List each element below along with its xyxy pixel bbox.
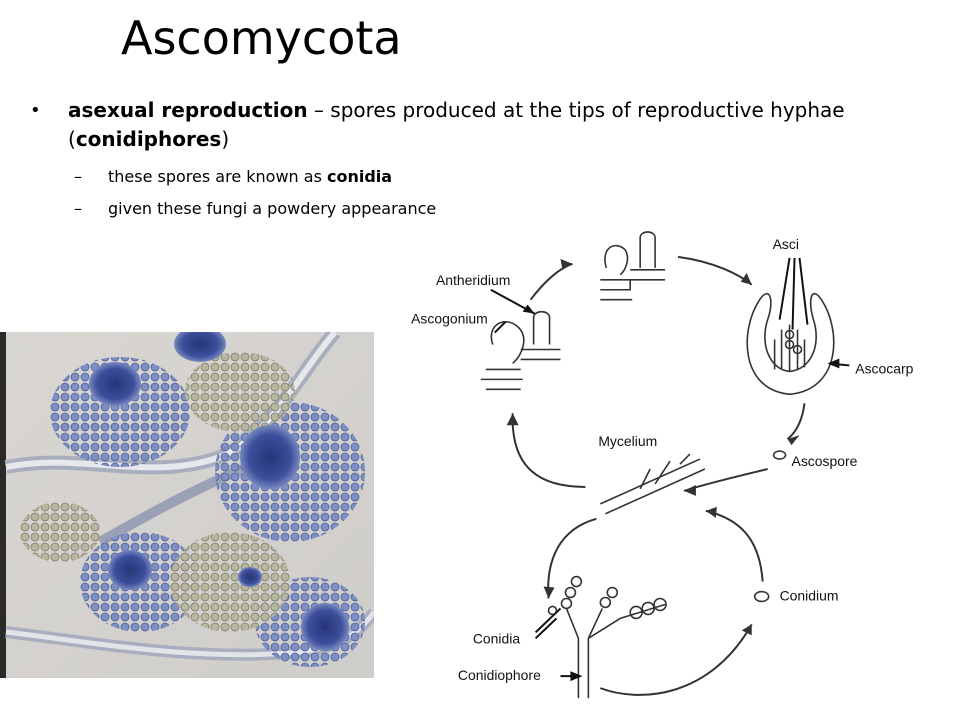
ascomycota-life-cycle-diagram: Asci Antheridium Ascogonium Ascocarp Myc… — [411, 231, 914, 699]
cycle-arrow — [547, 517, 597, 599]
arrow-head — [787, 435, 800, 446]
cycle-arrow — [705, 509, 764, 582]
sub-bullet-conidia: – these spores are known as conidia — [30, 164, 930, 190]
bullet-asexual: • asexual reproduction – spores produced… — [30, 96, 930, 154]
cycle-arrow — [599, 623, 753, 696]
label-mycelium: Mycelium — [598, 433, 657, 449]
label-ascospore: Ascospore — [792, 453, 858, 469]
label-ascogonium: Ascogonium — [411, 311, 488, 327]
term-conidia: conidia — [327, 167, 393, 186]
sub-bullet-powdery: – given these fungi a powdery appearance — [30, 196, 930, 222]
bullet-list: • asexual reproduction – spores produced… — [30, 96, 930, 222]
term-asexual-reproduction: asexual reproduction — [68, 98, 308, 122]
arrow-head — [741, 624, 752, 636]
sub2-text: given these fungi a powdery appearance — [108, 199, 437, 218]
bullet-text-2: ) — [221, 127, 230, 151]
arrow-head — [543, 586, 555, 599]
slide-title: Ascomycota — [121, 11, 402, 65]
micrograph-conidiophores — [0, 332, 374, 678]
dash-marker: – — [74, 167, 82, 186]
sub1-text: these spores are known as — [108, 167, 327, 186]
cycle-arrow — [786, 403, 806, 440]
cycle-arrow — [529, 262, 573, 301]
label-conidia: Conidia — [473, 630, 521, 646]
bullet-text-1: – spores produced at the tips of reprodu… — [68, 98, 845, 151]
label-conidiophore: Conidiophore — [458, 667, 541, 683]
arrow-head — [705, 506, 717, 518]
arrow-head — [740, 272, 752, 285]
label-asci: Asci — [773, 236, 799, 252]
bullet-dot: • — [30, 100, 41, 121]
cycle-arrow — [511, 413, 586, 488]
term-conidiphores: conidiphores — [75, 127, 222, 151]
label-conidium: Conidium — [780, 587, 839, 603]
label-antheridium: Antheridium — [436, 272, 510, 288]
dash-marker: – — [74, 199, 82, 218]
arrow-head — [506, 413, 519, 426]
arrow-head — [560, 258, 573, 270]
cycle-arrow — [677, 255, 753, 286]
label-ascocarp: Ascocarp — [855, 360, 913, 376]
arrow-head — [683, 484, 696, 496]
